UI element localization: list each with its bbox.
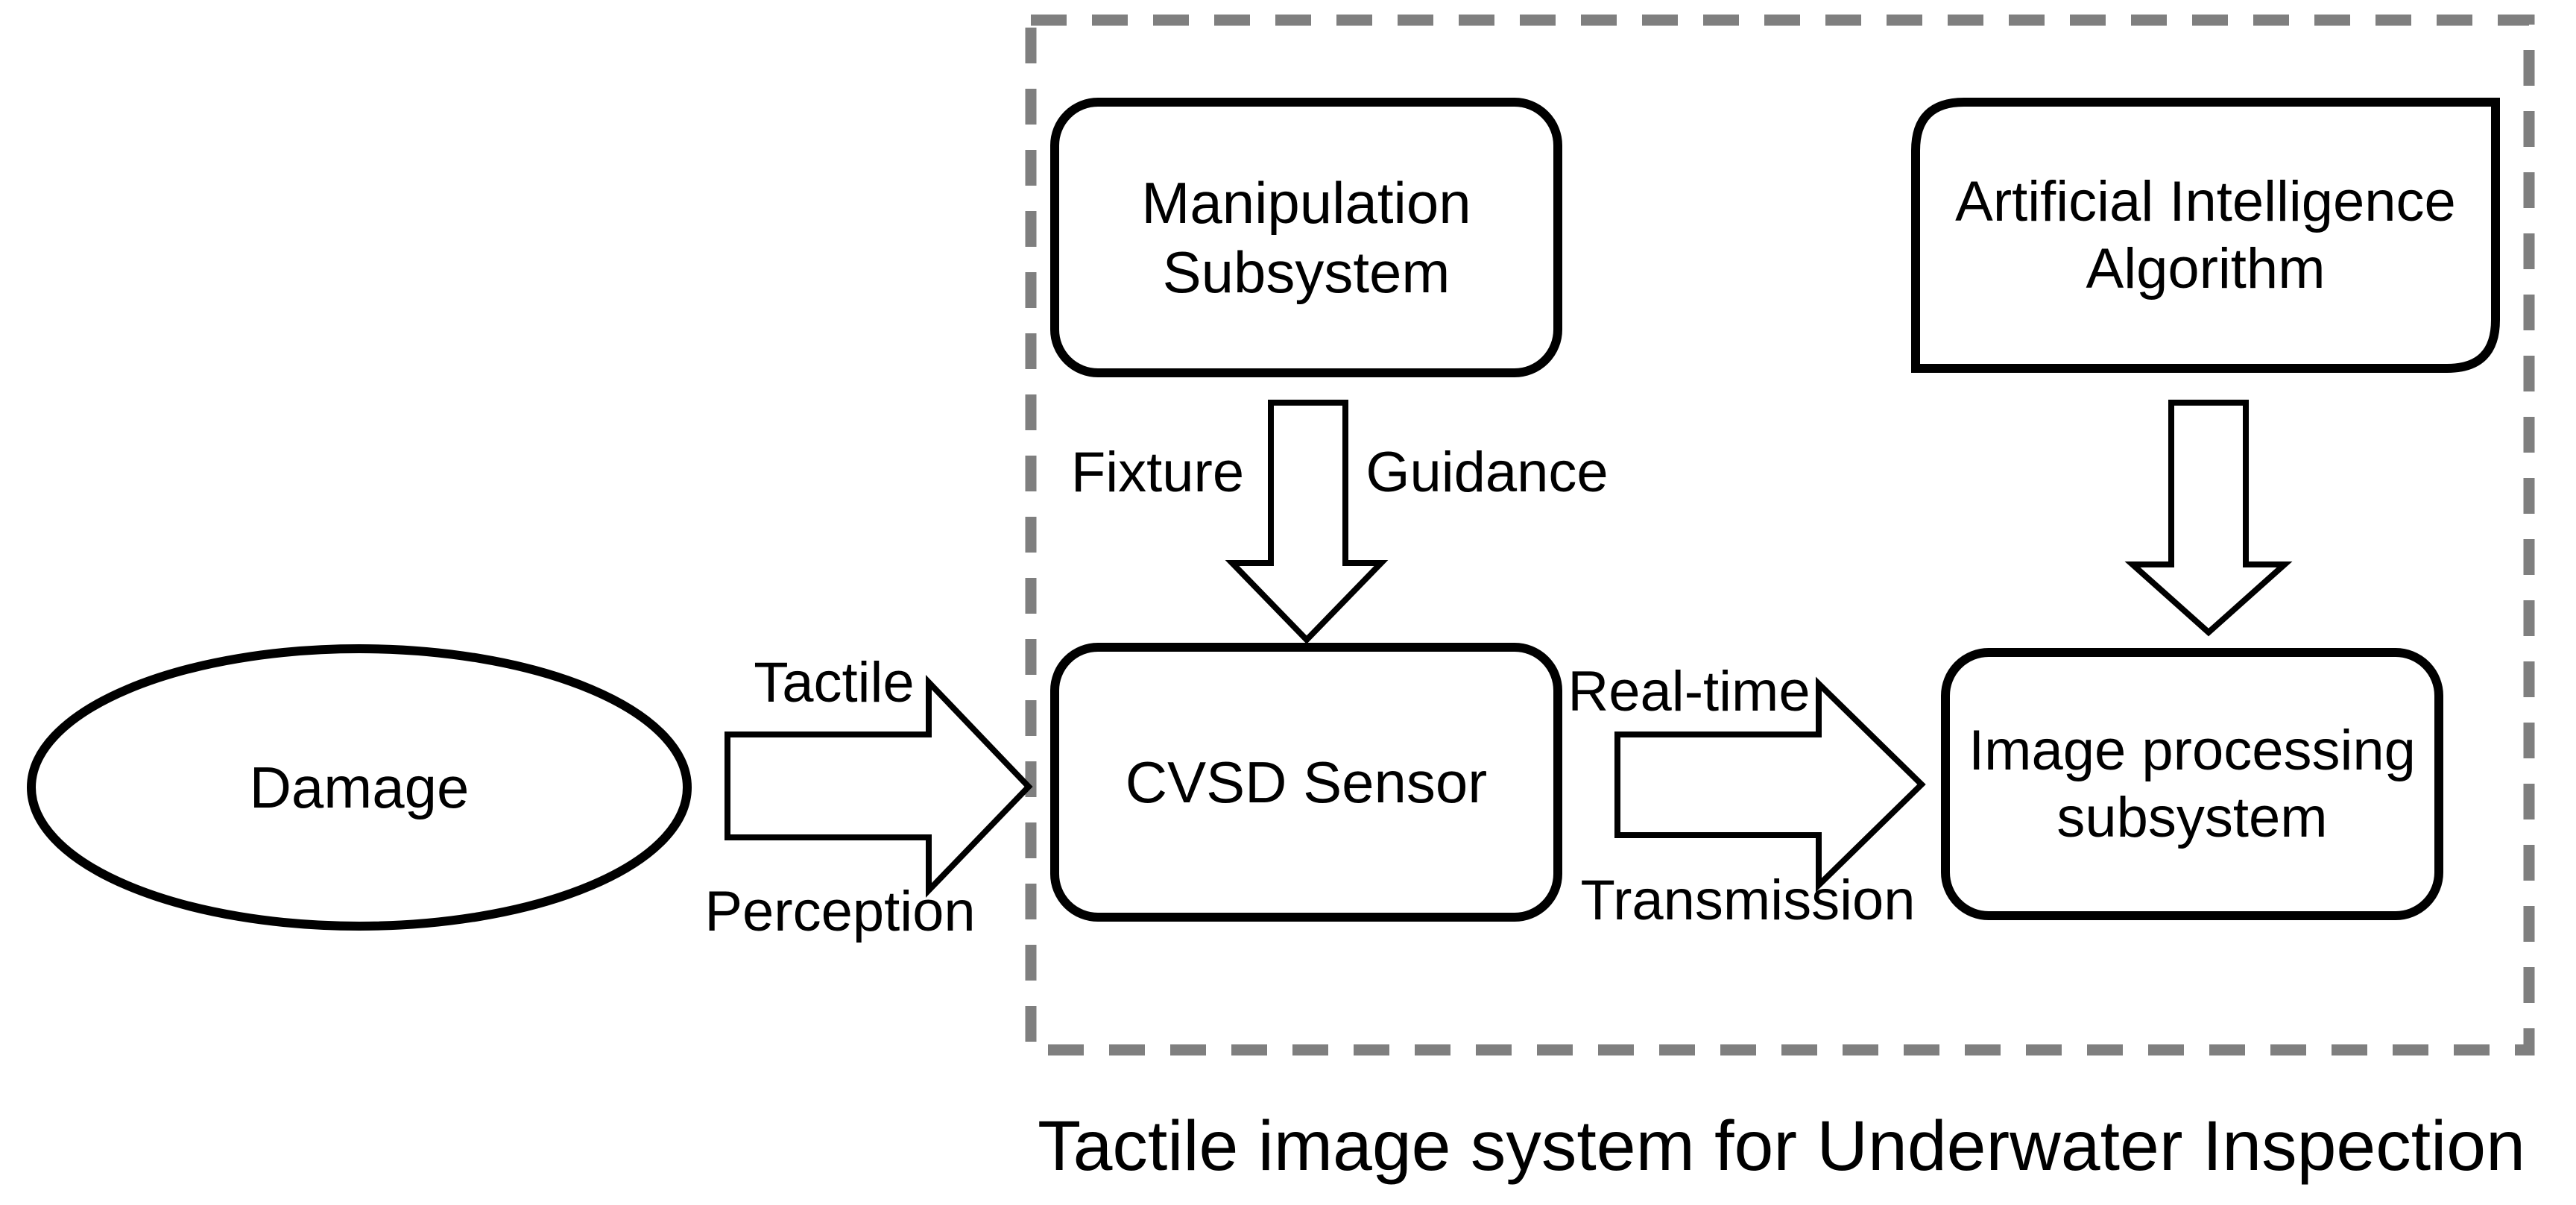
manipulation-subsystem-box bbox=[1050, 98, 1562, 377]
damage-label: Damage bbox=[249, 754, 470, 820]
tactile-label: Tactile bbox=[754, 651, 915, 715]
tactile-perception-arrow bbox=[724, 675, 1033, 898]
guidance-label: Guidance bbox=[1366, 441, 1609, 505]
perception-label: Perception bbox=[704, 880, 976, 944]
diagram-caption: Tactile image system for Underwater Insp… bbox=[1038, 1106, 2525, 1186]
realtime-transmission-arrow bbox=[1614, 676, 1926, 893]
system-boundary-dashed-box bbox=[1025, 14, 2535, 1056]
image-processing-subsystem-box bbox=[1941, 648, 2443, 920]
fixture-guidance-arrow bbox=[1225, 400, 1389, 644]
realtime-label: Real-time bbox=[1568, 660, 1811, 724]
ai-feed-arrow bbox=[2124, 400, 2293, 637]
damage-ellipse bbox=[27, 644, 692, 931]
ai-algorithm-label: Artificial Intelligence Algorithm bbox=[1955, 169, 2456, 301]
fixture-label: Fixture bbox=[1070, 441, 1245, 505]
cvsd-sensor-box bbox=[1050, 643, 1562, 922]
manipulation-subsystem-label: Manipulation Subsystem bbox=[1141, 170, 1471, 305]
ai-algorithm-box bbox=[1911, 98, 2500, 373]
cvsd-sensor-label: CVSD Sensor bbox=[1125, 749, 1488, 815]
image-processing-subsystem-label: Image processing subsystem bbox=[1969, 718, 2416, 849]
transmission-label: Transmission bbox=[1580, 869, 1916, 933]
